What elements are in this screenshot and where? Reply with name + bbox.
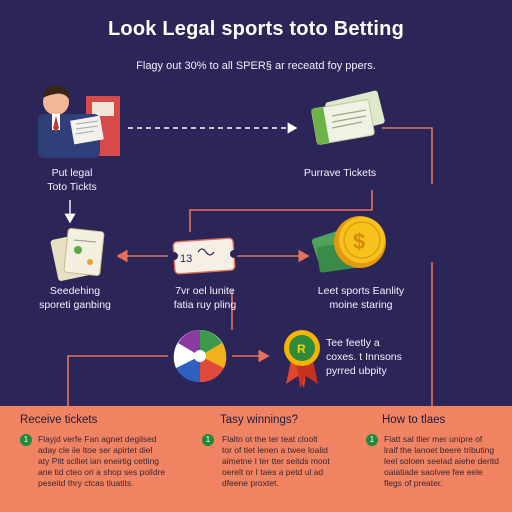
- node-label-purchase-tickets: Purrave Tickets: [303, 167, 377, 179]
- page-subtitle: Flagy out 30% to all SPER§ ar receatd fo…: [136, 60, 376, 72]
- arrow-center-up: [189, 190, 373, 232]
- arrow-right-loop: [382, 127, 433, 184]
- ticket-illustration: [170, 237, 238, 275]
- column-body: Flayjd verfe Fan agnet degilsed aday cle…: [38, 434, 166, 488]
- step-number-badge: 1: [366, 434, 378, 446]
- badge-illustration: R: [284, 330, 320, 388]
- node-label-put-legal: Put legal Toto Tickts: [47, 167, 97, 193]
- bottom-column-how-to: How to tlaes 1 Flatt sal tlier mer unipr…: [364, 414, 504, 489]
- step-number-badge: 1: [20, 434, 32, 446]
- column-title: Receive tickets: [20, 414, 98, 426]
- page-title: Look Legal sports toto Betting: [108, 18, 404, 40]
- column-title: Tasy winnings?: [220, 414, 298, 426]
- bottom-column-receive: Receive tickets 1 Flayjd verfe Fan agnet…: [20, 414, 180, 489]
- ticket-number: 13: [180, 253, 192, 265]
- column-body: Flatt sal tlier mer unipre of lraif the …: [384, 434, 499, 488]
- column-body: Flaltn ot the ter teat cloolt tor of tle…: [222, 434, 330, 488]
- badge-ribbon-text: R: [297, 342, 306, 356]
- wheel-illustration: [173, 330, 227, 383]
- tickets-illustration: [311, 90, 385, 145]
- node-label-center: 7vr oel lunite fatia ruy pling: [173, 285, 237, 311]
- cards-illustration: [50, 228, 105, 281]
- person-illustration: [38, 85, 120, 158]
- svg-text:$: $: [353, 229, 365, 254]
- column-title: How to tlaes: [382, 414, 446, 426]
- node-label-searching: Seedehing sporeti ganbing: [39, 285, 111, 311]
- step-number-badge: 1: [202, 434, 214, 446]
- bottom-info-panel: [0, 406, 512, 512]
- node-label-sports-eanlity: Leet sports Eanlity moine staring: [317, 285, 405, 311]
- arrow-bottom-left: [67, 355, 168, 406]
- bottom-column-winnings: Tasy winnings? 1 Flaltn ot the ter teat …: [200, 414, 350, 489]
- node-label-badge: Tee feetly a coxes. t Innsons pyrred ubp…: [326, 337, 402, 377]
- money-coin-illustration: $: [311, 216, 386, 273]
